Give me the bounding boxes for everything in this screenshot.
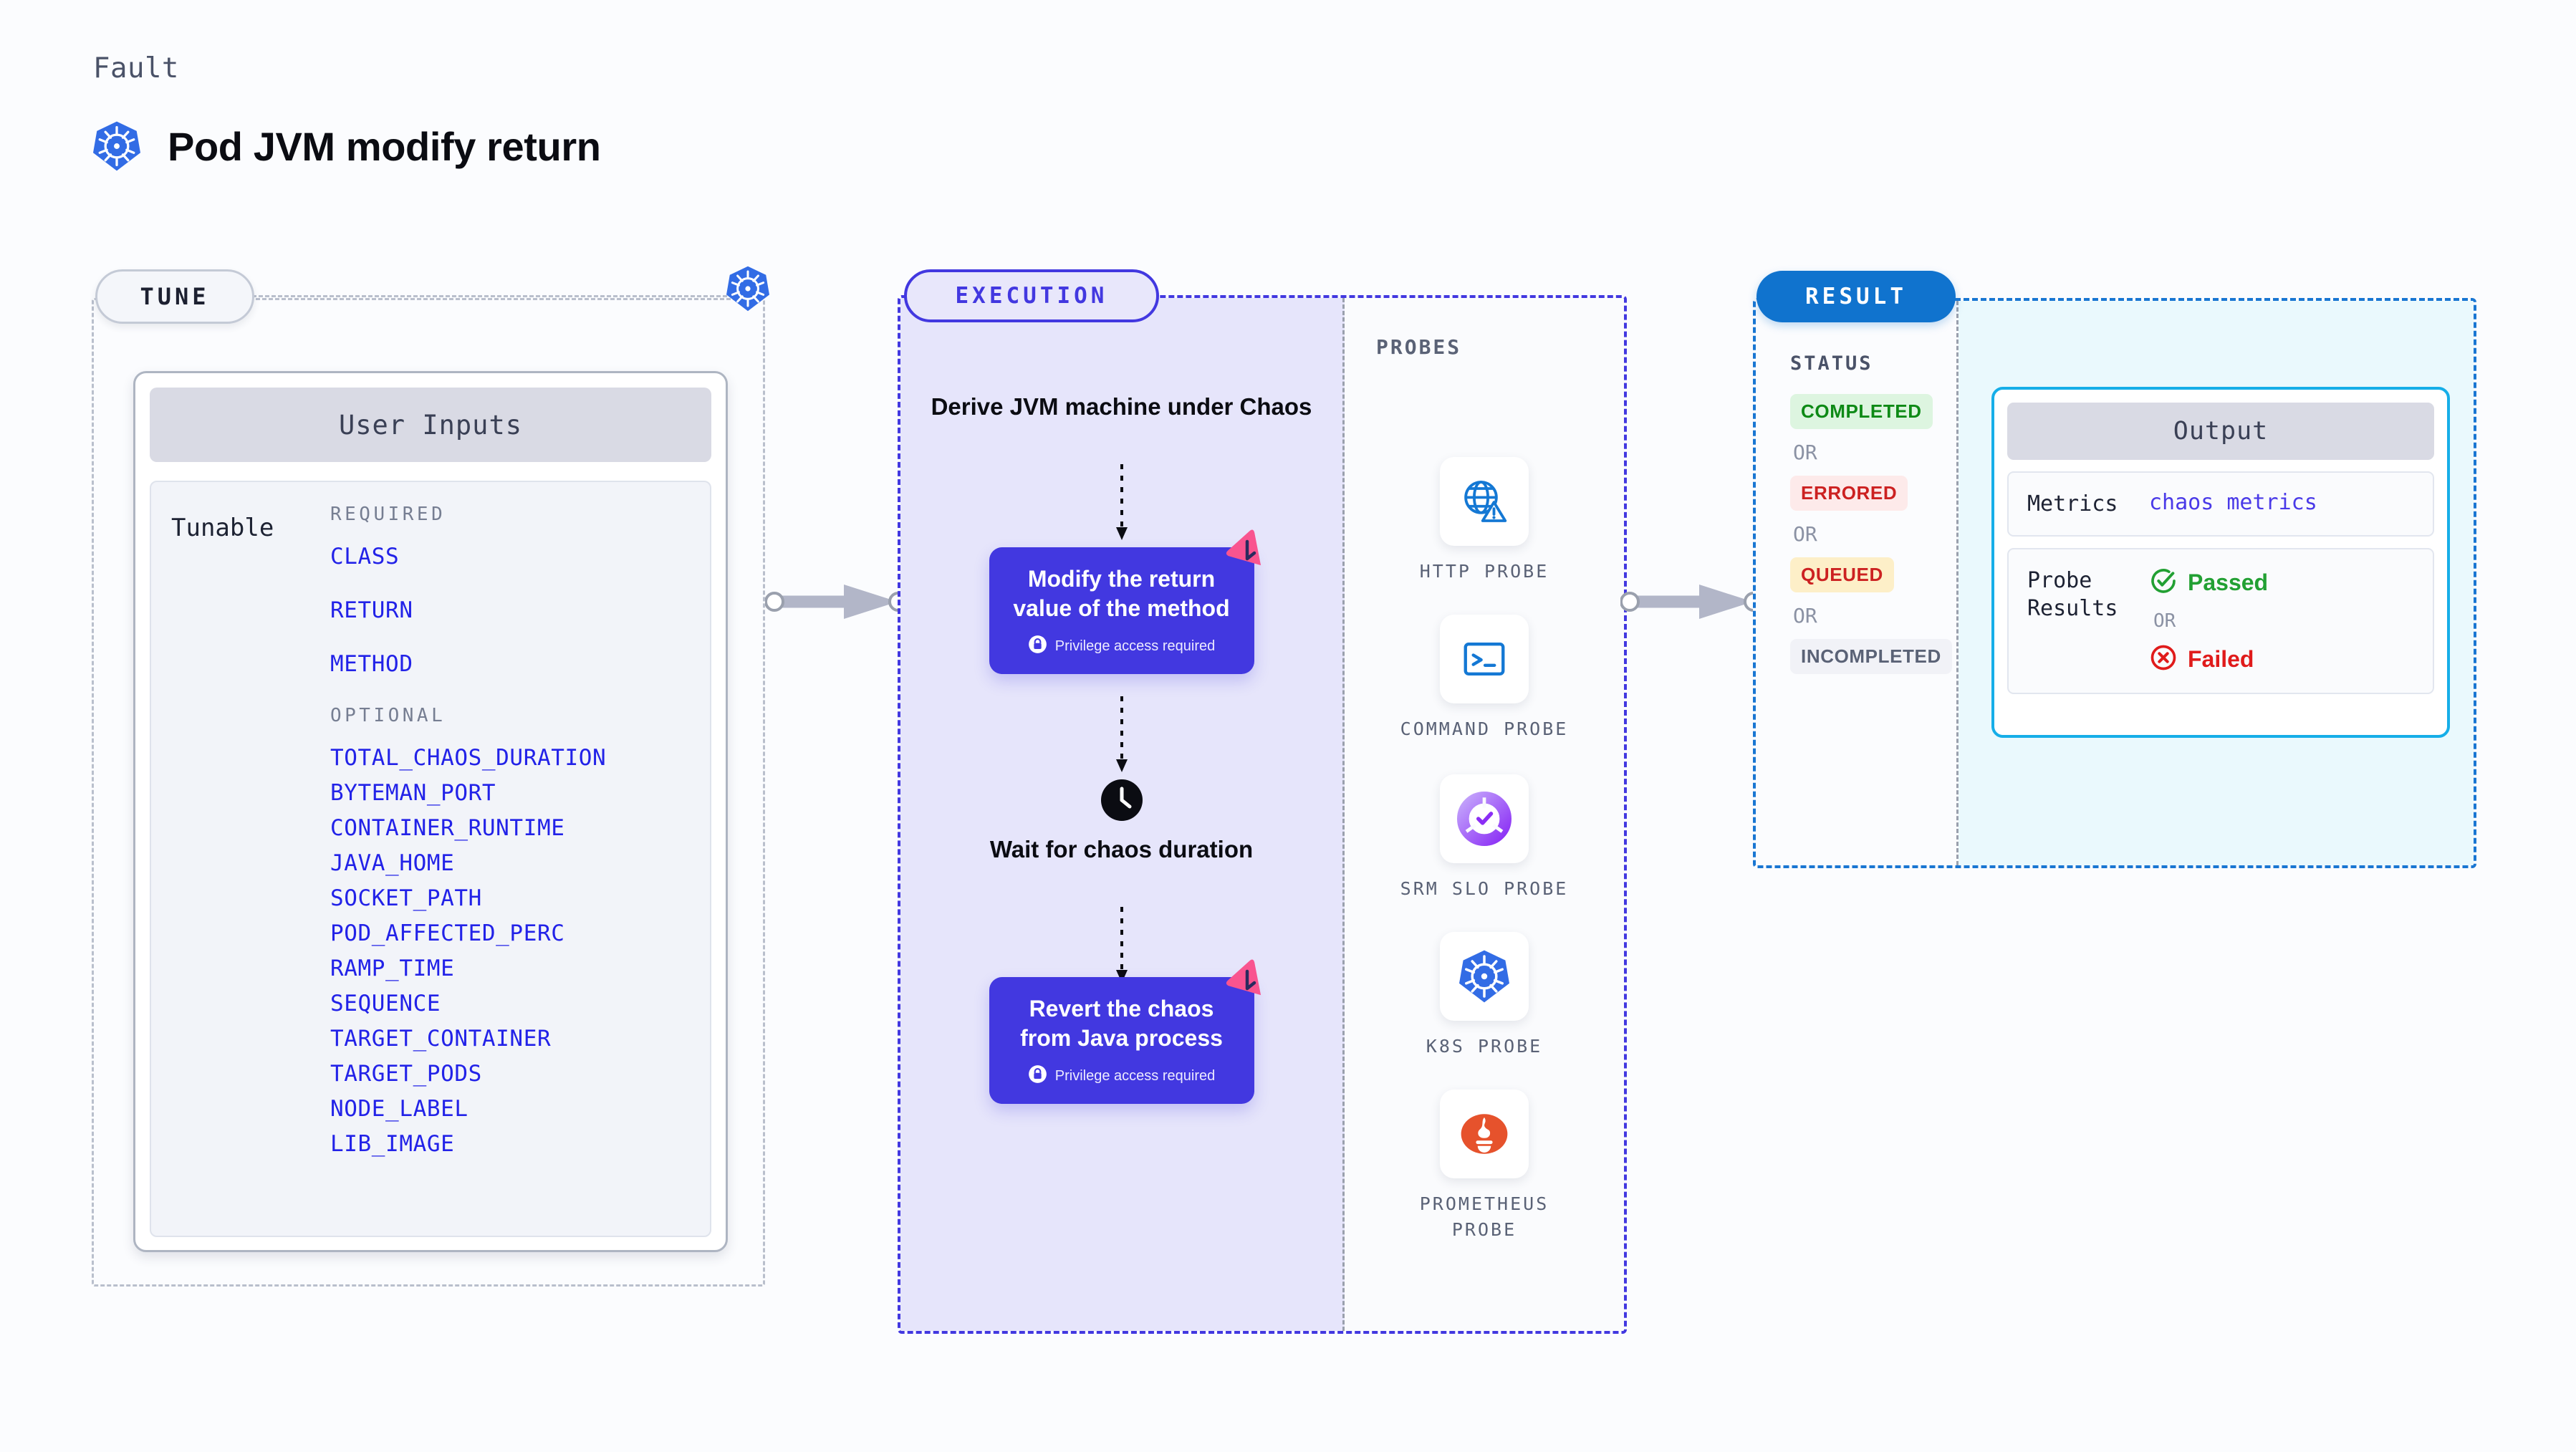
param-java-home[interactable]: JAVA_HOME	[330, 850, 455, 876]
tunable-body: Tunable REQUIRED CLASS RETURN METHOD OPT…	[150, 481, 711, 1237]
execution-step-title: Derive JVM machine under Chaos	[931, 393, 1312, 420]
status-or: OR	[1793, 441, 1817, 464]
probe-prometheus[interactable]: PROMETHEUS PROBE	[1391, 1090, 1577, 1244]
slo-gauge-icon	[1440, 774, 1529, 863]
probe-label: HTTP PROBE	[1419, 561, 1549, 582]
param-target-container[interactable]: TARGET_CONTAINER	[330, 1026, 552, 1052]
param-node-label[interactable]: NODE_LABEL	[330, 1096, 468, 1122]
output-probe-results-row: Probe Results Passed OR	[2007, 548, 2434, 694]
param-target-pods[interactable]: TARGET_PODS	[330, 1061, 482, 1087]
tune-pill[interactable]: TUNE	[95, 269, 254, 324]
output-metrics-row: Metrics chaos metrics	[2007, 471, 2434, 537]
execution-section: Derive JVM machine under Chaos Modify th…	[898, 295, 1627, 1334]
privilege-text: Privilege access required	[1054, 1067, 1216, 1084]
tunable-label: Tunable	[171, 514, 274, 542]
probe-label: COMMAND PROBE	[1400, 718, 1569, 739]
privilege-note: Privilege access required	[1008, 635, 1236, 658]
param-total-chaos-duration[interactable]: TOTAL_CHAOS_DURATION	[330, 745, 607, 771]
param-byteman-port[interactable]: BYTEMAN_PORT	[330, 780, 496, 806]
execution-pill[interactable]: EXECUTION	[904, 269, 1159, 322]
kubernetes-icon	[93, 120, 140, 172]
result-pill[interactable]: RESULT	[1756, 271, 1956, 322]
status-badge-errored: ERRORED	[1790, 476, 1908, 511]
status-badge-completed: COMPLETED	[1790, 394, 1933, 429]
privilege-text: Privilege access required	[1054, 638, 1216, 654]
status-badge-incompleted: INCOMPLETED	[1790, 639, 1952, 674]
param-ramp-time[interactable]: RAMP_TIME	[330, 956, 455, 981]
probe-http[interactable]: HTTP PROBE	[1391, 457, 1577, 585]
metrics-label: Metrics	[2027, 491, 2118, 516]
connector-execution-to-result	[1620, 580, 1764, 627]
status-or: OR	[1793, 522, 1817, 546]
globe-warning-icon	[1440, 457, 1529, 546]
probe-result-failed: Failed	[2149, 643, 2268, 675]
kubernetes-icon	[1440, 932, 1529, 1021]
action-card-revert-chaos[interactable]: Revert the chaos from Java process Privi…	[989, 959, 1261, 1104]
probe-command[interactable]: COMMAND PROBE	[1391, 615, 1577, 742]
param-sequence[interactable]: SEQUENCE	[330, 991, 441, 1016]
param-class[interactable]: CLASS	[330, 544, 400, 569]
page-eyebrow: Fault	[93, 52, 179, 85]
passed-label: Passed	[2188, 569, 2269, 595]
page-title: Pod JVM modify return	[168, 123, 601, 169]
terminal-icon	[1440, 615, 1529, 703]
param-return[interactable]: RETURN	[330, 597, 413, 623]
check-circle-icon	[2149, 567, 2178, 599]
tunable-params: REQUIRED CLASS RETURN METHOD OPTIONAL TO…	[330, 504, 710, 1236]
param-container-runtime[interactable]: CONTAINER_RUNTIME	[330, 815, 565, 841]
probe-results-values: Passed OR Failed	[2149, 567, 2268, 675]
probe-result-passed: Passed	[2149, 567, 2268, 599]
param-lib-image[interactable]: LIB_IMAGE	[330, 1131, 455, 1157]
failed-label: Failed	[2188, 646, 2254, 672]
param-pod-affected-perc[interactable]: POD_AFFECTED_PERC	[330, 920, 565, 946]
action-card-title: Revert the chaos from Java process	[1020, 996, 1223, 1051]
probe-label: K8S PROBE	[1426, 1036, 1543, 1057]
status-column: STATUS COMPLETED OR ERRORED OR QUEUED OR…	[1756, 301, 1959, 865]
action-card-modify-return[interactable]: Modify the return value of the method Pr…	[989, 529, 1261, 674]
user-inputs-title: User Inputs	[150, 388, 711, 462]
param-socket-path[interactable]: SOCKET_PATH	[330, 885, 482, 911]
param-method[interactable]: METHOD	[330, 651, 413, 677]
probe-label: SRM SLO PROBE	[1400, 878, 1569, 899]
lock-icon	[1028, 1064, 1047, 1088]
metrics-value[interactable]: chaos metrics	[2149, 490, 2317, 515]
prometheus-icon	[1440, 1090, 1529, 1178]
page-header: Pod JVM modify return	[93, 120, 601, 172]
tune-dashed-connector	[252, 295, 746, 297]
user-inputs-card: User Inputs Tunable REQUIRED CLASS RETUR…	[133, 371, 728, 1252]
clock-icon	[1100, 779, 1143, 824]
arrow-down-icon	[1115, 696, 1129, 779]
optional-section-label: OPTIONAL	[330, 705, 446, 726]
output-column: Output Metrics chaos metrics Probe Resul…	[1959, 301, 2474, 865]
required-section-label: REQUIRED	[330, 504, 446, 525]
connector-tune-to-execution	[764, 580, 908, 627]
status-list: COMPLETED OR ERRORED OR QUEUED OR INCOMP…	[1790, 394, 1952, 674]
litmus-logo-icon	[1226, 958, 1270, 1006]
action-card-title: Modify the return value of the method	[1013, 566, 1230, 621]
probe-srm-slo[interactable]: SRM SLO PROBE	[1391, 774, 1577, 902]
output-title: Output	[2007, 403, 2434, 460]
lock-icon	[1028, 635, 1047, 658]
probe-results-label: Probe Results	[2027, 568, 2118, 621]
probe-result-or: OR	[2153, 610, 2176, 632]
litmus-logo-icon	[1226, 529, 1270, 577]
probes-title: PROBES	[1376, 335, 1462, 359]
probe-label: PROMETHEUS PROBE	[1419, 1193, 1549, 1241]
kubernetes-icon	[726, 265, 769, 316]
arrow-down-icon	[1115, 907, 1129, 989]
status-badge-queued: QUEUED	[1790, 557, 1894, 592]
wait-step-label: Wait for chaos duration	[989, 836, 1254, 862]
result-section: STATUS COMPLETED OR ERRORED OR QUEUED OR…	[1753, 298, 2476, 868]
status-or: OR	[1793, 604, 1817, 628]
execution-column: Derive JVM machine under Chaos Modify th…	[900, 298, 1345, 1331]
probe-k8s[interactable]: K8S PROBE	[1391, 932, 1577, 1059]
status-title: STATUS	[1790, 352, 1873, 375]
output-card: Output Metrics chaos metrics Probe Resul…	[1991, 387, 2450, 738]
probes-column: PROBES	[1345, 298, 1624, 1331]
arrow-down-icon	[1115, 464, 1129, 547]
x-circle-icon	[2149, 643, 2178, 675]
privilege-note: Privilege access required	[1008, 1064, 1236, 1088]
